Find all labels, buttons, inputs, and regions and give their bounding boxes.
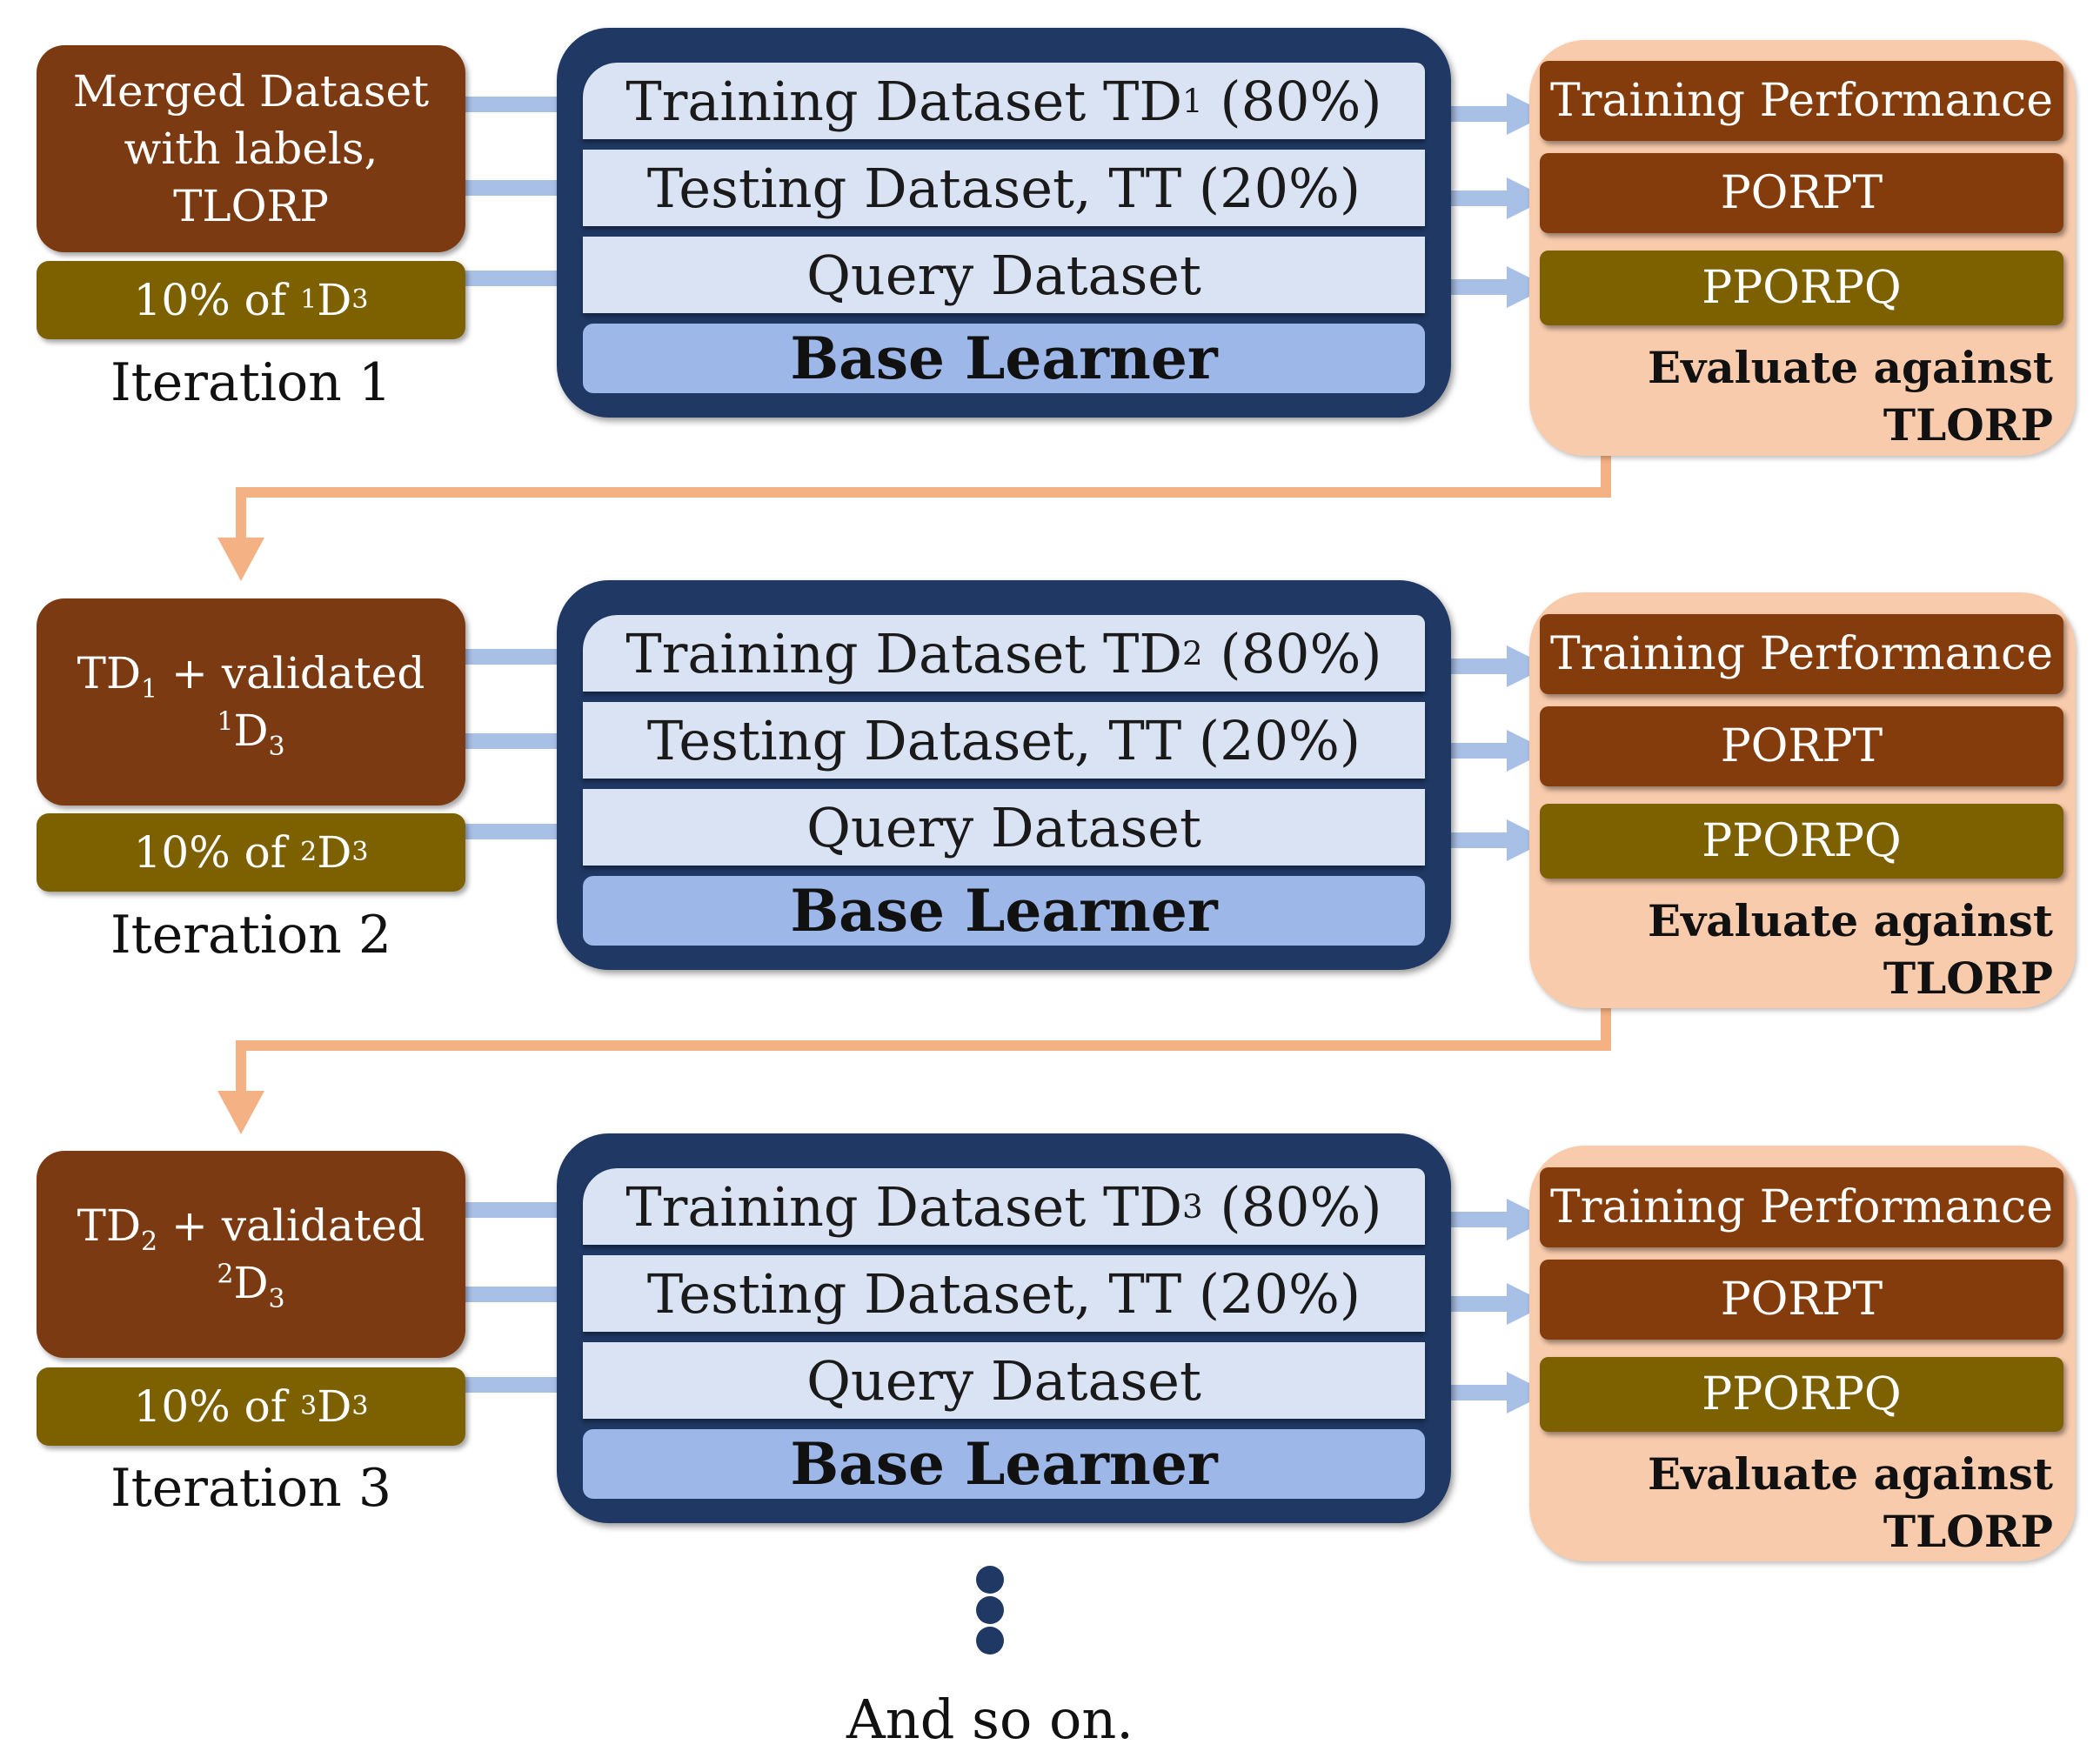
evaluate-line-2: TLORP [1883, 1506, 2053, 1557]
iteration-1-porpt: PORPT [1540, 153, 2063, 233]
iteration-1-testing-dataset: Testing Dataset, TT (20%) [583, 150, 1425, 226]
input-sup: 1 [217, 706, 234, 738]
input-td-sub: 2 [141, 1227, 158, 1257]
input-sub: 3 [268, 732, 285, 762]
iteration-2-label: Iteration 2 [110, 905, 392, 966]
feedback-arrowhead-1 [217, 538, 264, 581]
evaluate-line-2: TLORP [1883, 953, 2053, 1004]
evaluate-line-1: Evaluate against [1648, 342, 2053, 393]
iteration-2-input-box: TD1 + validated 1D3 [37, 598, 465, 805]
input-base: D [233, 1258, 269, 1308]
iteration-3-evaluate-text: Evaluate against TLORP [1618, 1446, 2053, 1567]
iteration-3-base-learner: Base Learner [583, 1429, 1425, 1499]
iteration-3-testing-dataset: Testing Dataset, TT (20%) [583, 1255, 1425, 1332]
training-suffix: (80%) [1202, 1174, 1382, 1239]
input-line-1: TD2 + validated [77, 1197, 425, 1257]
fraction-base: D [317, 275, 352, 325]
iteration-2-porpt: PORPT [1540, 706, 2063, 786]
evaluate-line-2: TLORP [1883, 399, 2053, 451]
evaluate-line-1: Evaluate against [1648, 1448, 2053, 1500]
iteration-2-query-dataset: Query Dataset [583, 789, 1425, 866]
iteration-2-training-performance: Training Performance [1540, 614, 2063, 694]
input-line-1: TD1 + validated [77, 645, 425, 705]
input-line-2: 2D3 [77, 1254, 425, 1314]
training-prefix: Training Dataset TD [625, 621, 1183, 685]
training-suffix: (80%) [1202, 69, 1382, 133]
iteration-3-label: Iteration 3 [110, 1458, 392, 1519]
training-suffix: (80%) [1202, 621, 1382, 685]
continuation-text: And so on. [846, 1688, 1134, 1751]
input-rest: + validated [157, 1200, 425, 1251]
feedback-arrowhead-2 [217, 1091, 264, 1134]
fraction-base: D [317, 1381, 352, 1432]
input-sub: 3 [268, 1284, 285, 1314]
iteration-2-evaluate-text: Evaluate against TLORP [1618, 892, 2053, 1014]
iteration-1-training-performance: Training Performance [1540, 61, 2063, 141]
fraction-prefix: 10% of [133, 275, 301, 325]
input-rest: + validated [157, 648, 425, 699]
iteration-3-input-box: TD2 + validated 2D3 [37, 1151, 465, 1358]
input-line-3: TLORP [173, 181, 329, 231]
input-base: D [233, 705, 269, 756]
fraction-base: D [317, 827, 352, 878]
input-line-2: with labels, [124, 124, 378, 174]
iteration-2-testing-dataset: Testing Dataset, TT (20%) [583, 702, 1425, 779]
iteration-3-training-performance: Training Performance [1540, 1167, 2063, 1247]
iteration-1-evaluate-text: Evaluate against TLORP [1618, 339, 2053, 461]
iteration-3-query-dataset: Query Dataset [583, 1342, 1425, 1419]
input-line-1: Merged Dataset [72, 66, 430, 117]
fraction-prefix: 10% of [133, 1381, 301, 1432]
vertical-ellipsis-icon [976, 1566, 1004, 1654]
iteration-2-pporpq: PPORPQ [1540, 804, 2063, 879]
fraction-prefix: 10% of [133, 827, 301, 878]
iteration-1-pporpq: PPORPQ [1540, 251, 2063, 325]
iteration-2-base-learner: Base Learner [583, 876, 1425, 946]
iteration-1-base-learner: Base Learner [583, 324, 1425, 393]
iteration-1-input-box: Merged Dataset with labels, TLORP [37, 45, 465, 252]
iteration-1-label: Iteration 1 [110, 352, 392, 413]
iteration-3-pporpq: PPORPQ [1540, 1357, 2063, 1432]
training-prefix: Training Dataset TD [625, 69, 1183, 133]
input-td: TD [77, 1200, 142, 1251]
training-prefix: Training Dataset TD [625, 1174, 1183, 1239]
input-line-2: 1D3 [77, 702, 425, 762]
input-td: TD [77, 648, 142, 699]
input-td-sub: 1 [141, 674, 158, 705]
input-sup: 2 [217, 1259, 234, 1290]
evaluate-line-1: Evaluate against [1648, 895, 2053, 946]
iteration-3-porpt: PORPT [1540, 1260, 2063, 1340]
iteration-1-query-dataset: Query Dataset [583, 237, 1425, 313]
